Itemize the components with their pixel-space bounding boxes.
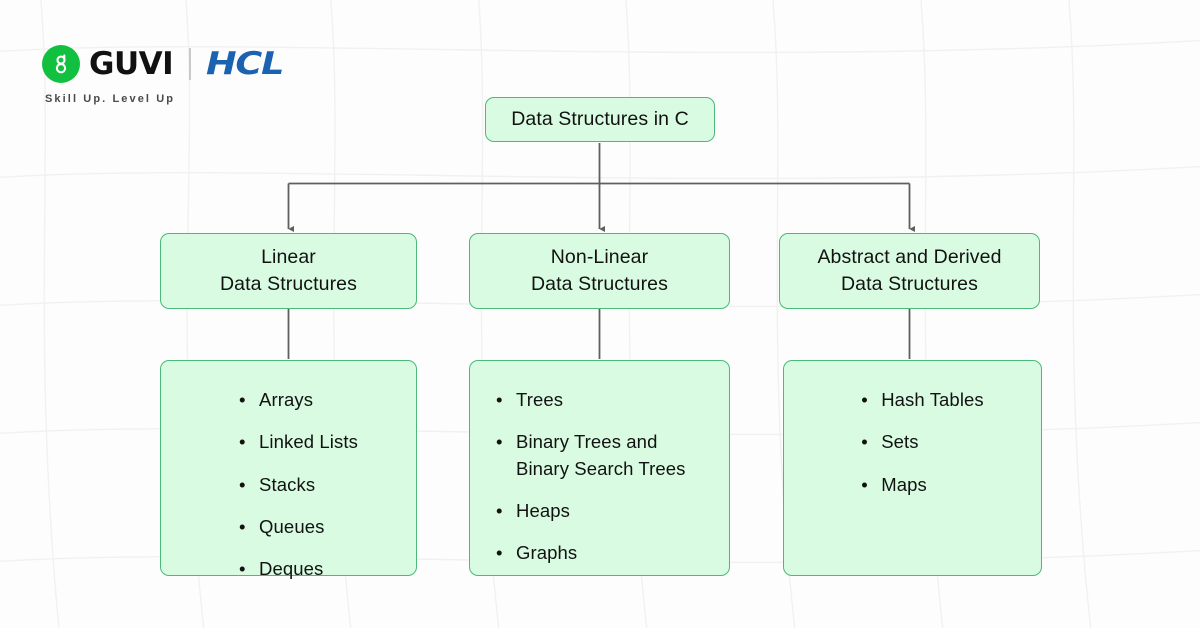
list-item-label: Maps <box>881 473 927 495</box>
bullet-icon: • <box>496 499 503 521</box>
guvi-wordmark: GUVI <box>89 45 174 82</box>
bullet-icon: • <box>239 558 246 580</box>
list-item-label: Binary Trees and Binary Search Trees <box>516 431 686 479</box>
list-item-label: Linked Lists <box>259 431 358 453</box>
bullet-icon: • <box>861 431 868 453</box>
node-branch-nonlinear-line2: Data Structures <box>531 273 668 295</box>
list-item: • Trees <box>496 387 711 413</box>
list-item: • Arrays <box>239 387 358 413</box>
list-item: • Hash Tables <box>861 387 984 413</box>
node-branch-abstract-line2: Data Structures <box>841 273 978 295</box>
list-item-label: Graphs <box>516 542 578 564</box>
list-nonlinear: • Trees • Binary Trees and Binary Search T… <box>488 387 711 566</box>
node-branch-nonlinear[interactable]: Non-Linear Data Structures <box>469 233 730 309</box>
node-root-label: Data Structures in C <box>511 108 689 131</box>
node-list-linear[interactable]: • Arrays • Linked Lists • Stacks • Queues • D… <box>160 360 417 579</box>
list-linear: • Arrays • Linked Lists • Stacks • Queues • D… <box>219 387 358 582</box>
brand-lockup: GUVI HCL Skill Up. Level Up <box>42 44 285 105</box>
list-item-label: Stacks <box>259 473 316 495</box>
bullet-icon: • <box>239 389 246 410</box>
node-branch-linear-line1: Linear <box>261 246 316 269</box>
node-list-abstract[interactable]: • Hash Tables • Sets • Maps <box>783 360 1042 576</box>
brand-divider <box>189 48 192 80</box>
bullet-icon: • <box>496 542 503 564</box>
list-item: • Graphs <box>496 540 711 566</box>
bullet-icon: • <box>496 389 503 410</box>
list-item-label: Deques <box>259 558 324 580</box>
brand-tagline: Skill Up. Level Up <box>45 93 176 105</box>
list-item: • Linked Lists <box>239 429 358 455</box>
list-item-label: Trees <box>516 389 564 410</box>
hcl-wordmark: HCL <box>206 45 284 82</box>
list-item-label: Hash Tables <box>881 389 984 410</box>
node-branch-abstract-label: Abstract and Derived Data Structures <box>817 244 1001 298</box>
node-branch-abstract[interactable]: Abstract and Derived Data Structures <box>779 233 1040 309</box>
bullet-icon: • <box>239 431 246 453</box>
bullet-icon: • <box>861 473 868 495</box>
list-item: • Sets <box>861 429 984 455</box>
node-branch-abstract-line1: Abstract and Derived <box>817 246 1002 269</box>
node-list-nonlinear[interactable]: • Trees • Binary Trees and Binary Search T… <box>469 360 730 576</box>
list-item: • Maps <box>861 472 984 498</box>
node-branch-nonlinear-label: Non-Linear Data Structures <box>531 244 668 298</box>
node-branch-linear-label: Linear Data Structures <box>220 244 357 298</box>
list-item: • Stacks <box>239 472 358 498</box>
node-branch-linear-line2: Data Structures <box>220 273 357 295</box>
brand-row: GUVI HCL <box>42 44 285 84</box>
list-item: • Heaps <box>496 498 711 524</box>
bullet-icon: • <box>239 515 246 537</box>
bullet-icon: • <box>861 389 868 410</box>
list-abstract: • Hash Tables • Sets • Maps <box>841 387 984 498</box>
node-branch-nonlinear-line1: Non-Linear <box>550 246 649 269</box>
guvi-g-mark-icon <box>42 45 80 83</box>
node-branch-linear[interactable]: Linear Data Structures <box>160 233 417 309</box>
list-item-label: Sets <box>881 431 919 453</box>
node-root[interactable]: Data Structures in C <box>485 97 715 142</box>
bullet-icon: • <box>239 473 246 495</box>
list-item: • Deques <box>239 556 358 582</box>
bullet-icon: • <box>496 431 503 453</box>
list-item: • Queues <box>239 514 358 540</box>
list-item-label: Queues <box>259 515 325 537</box>
list-item-label: Heaps <box>516 499 570 521</box>
list-item: • Binary Trees and Binary Search Trees <box>496 429 711 482</box>
list-item-label: Arrays <box>259 389 314 410</box>
